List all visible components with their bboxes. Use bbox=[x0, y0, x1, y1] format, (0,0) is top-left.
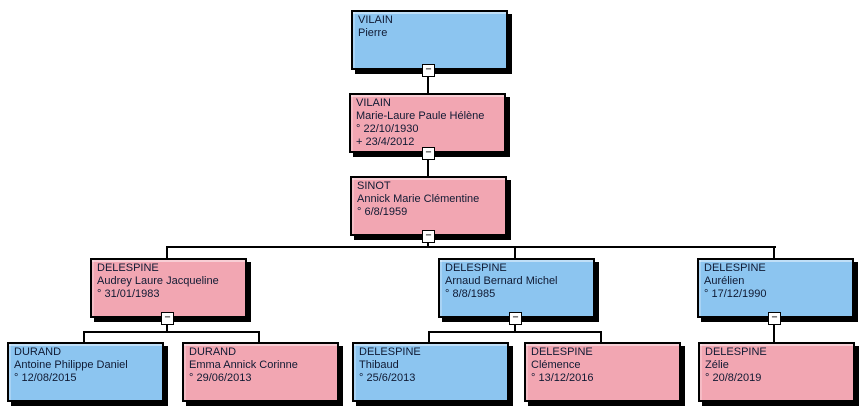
person-surname: DELESPINE bbox=[705, 346, 767, 358]
person-box-delespine-arnaud[interactable]: DELESPINE Arnaud Bernard Michel ° 8/8/19… bbox=[438, 258, 595, 318]
connector-line bbox=[773, 246, 775, 258]
connector-line bbox=[166, 246, 168, 258]
connector-line bbox=[427, 149, 429, 177]
connector-line bbox=[428, 331, 430, 342]
person-birth-date: ° 22/10/1930 bbox=[356, 123, 419, 135]
person-birth-date: ° 8/8/1985 bbox=[445, 288, 496, 300]
collapse-button[interactable]: − bbox=[422, 64, 435, 77]
person-surname: DELESPINE bbox=[445, 262, 507, 274]
person-surname: DELESPINE bbox=[704, 262, 766, 274]
person-given-names: Arnaud Bernard Michel bbox=[445, 275, 558, 287]
connector-line bbox=[600, 331, 602, 342]
person-box-delespine-clemence[interactable]: DELESPINE Clémence ° 13/12/2016 bbox=[524, 342, 681, 402]
collapse-button[interactable]: − bbox=[422, 147, 435, 160]
person-given-names: Audrey Laure Jacqueline bbox=[97, 275, 219, 287]
person-surname: DURAND bbox=[189, 346, 237, 358]
minus-icon: − bbox=[771, 312, 778, 323]
connector-line bbox=[83, 331, 260, 333]
person-box-durand-antoine[interactable]: DURAND Antoine Philippe Daniel ° 12/08/2… bbox=[7, 342, 164, 402]
connector-line bbox=[428, 331, 602, 333]
person-box-sinot-annick[interactable]: SINOT Annick Marie Clémentine ° 6/8/1959 bbox=[350, 176, 507, 236]
minus-icon: − bbox=[425, 147, 432, 158]
person-birth-date: ° 20/8/2019 bbox=[705, 372, 762, 384]
person-surname: VILAIN bbox=[358, 14, 393, 26]
person-given-names: Aurélien bbox=[704, 275, 745, 287]
person-birth-date: ° 12/08/2015 bbox=[14, 372, 77, 384]
person-given-names: Zélie bbox=[705, 359, 729, 371]
person-birth-date: ° 13/12/2016 bbox=[531, 372, 594, 384]
person-birth-date: ° 17/12/1990 bbox=[704, 288, 767, 300]
person-surname: DELESPINE bbox=[531, 346, 593, 358]
connector-line bbox=[427, 66, 429, 94]
person-given-names: Emma Annick Corinne bbox=[189, 359, 298, 371]
person-box-vilain-pierre[interactable]: VILAIN Pierre bbox=[351, 10, 508, 70]
connector-line bbox=[773, 314, 775, 342]
person-given-names: Antoine Philippe Daniel bbox=[14, 359, 128, 371]
connector-line bbox=[258, 331, 260, 342]
minus-icon: − bbox=[425, 64, 432, 75]
connector-line bbox=[83, 331, 85, 342]
person-birth-date: ° 29/06/2013 bbox=[189, 372, 252, 384]
person-box-vilain-marie-laure[interactable]: VILAIN Marie-Laure Paule Hélène ° 22/10/… bbox=[349, 93, 506, 153]
minus-icon: − bbox=[425, 230, 432, 241]
person-surname: DURAND bbox=[14, 346, 62, 358]
minus-icon: − bbox=[512, 312, 519, 323]
collapse-button[interactable]: − bbox=[422, 230, 435, 243]
person-birth-date: ° 25/6/2013 bbox=[359, 372, 416, 384]
person-surname: VILAIN bbox=[356, 97, 391, 109]
person-surname: DELESPINE bbox=[97, 262, 159, 274]
person-birth-date: ° 6/8/1959 bbox=[357, 206, 408, 218]
person-given-names: Thibaud bbox=[359, 359, 399, 371]
person-birth-date: ° 31/01/1983 bbox=[97, 288, 160, 300]
collapse-button[interactable]: − bbox=[768, 312, 781, 325]
person-box-delespine-aurelien[interactable]: DELESPINE Aurélien ° 17/12/1990 bbox=[697, 258, 854, 318]
collapse-button[interactable]: − bbox=[509, 312, 522, 325]
person-box-delespine-thibaud[interactable]: DELESPINE Thibaud ° 25/6/2013 bbox=[352, 342, 509, 402]
person-given-names: Clémence bbox=[531, 359, 581, 371]
person-given-names: Marie-Laure Paule Hélène bbox=[356, 110, 485, 122]
person-given-names: Annick Marie Clémentine bbox=[357, 193, 480, 205]
person-box-delespine-zelie[interactable]: DELESPINE Zélie ° 20/8/2019 bbox=[698, 342, 855, 402]
connector-line bbox=[514, 246, 516, 258]
minus-icon: − bbox=[164, 312, 171, 323]
connector-line bbox=[166, 246, 776, 248]
person-given-names: Pierre bbox=[358, 27, 388, 39]
person-surname: SINOT bbox=[357, 180, 391, 192]
person-box-durand-emma[interactable]: DURAND Emma Annick Corinne ° 29/06/2013 bbox=[182, 342, 339, 402]
collapse-button[interactable]: − bbox=[161, 312, 174, 325]
person-box-delespine-audrey[interactable]: DELESPINE Audrey Laure Jacqueline ° 31/0… bbox=[90, 258, 247, 318]
person-surname: DELESPINE bbox=[359, 346, 421, 358]
person-death-date: + 23/4/2012 bbox=[356, 136, 415, 148]
